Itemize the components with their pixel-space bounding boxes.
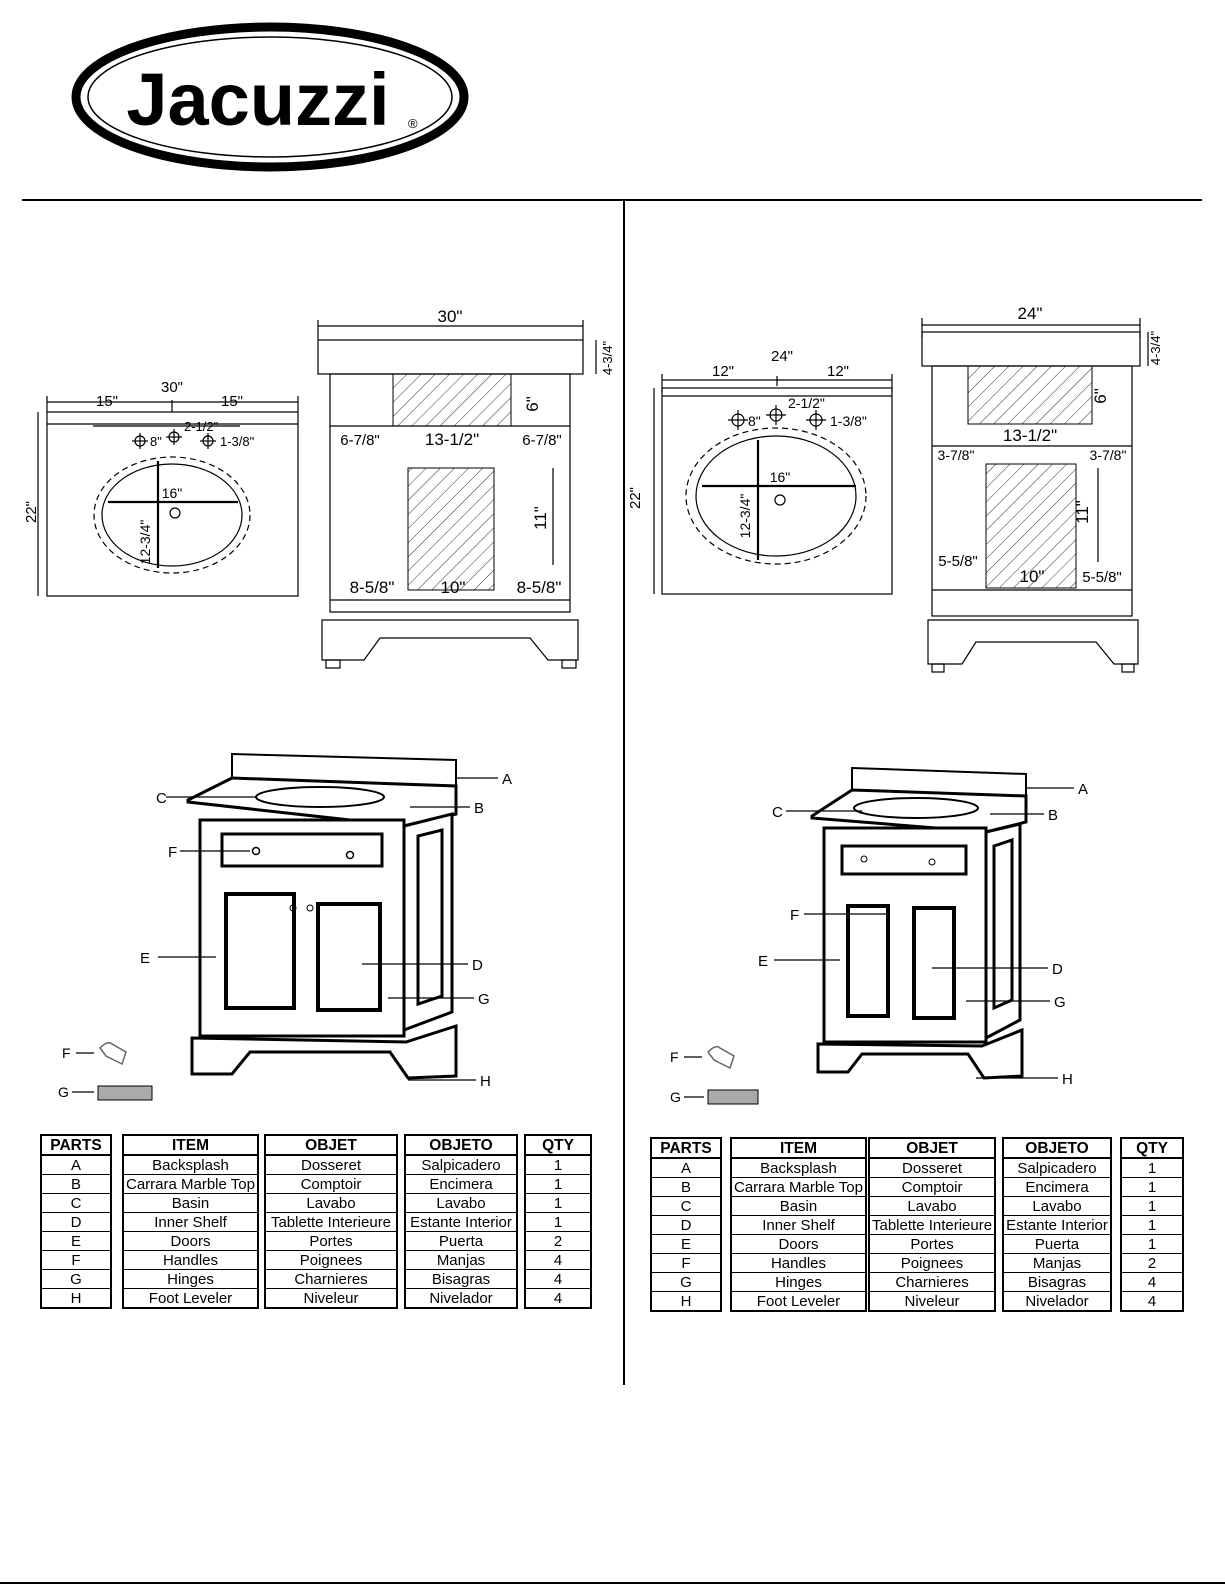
svg-text:C: C xyxy=(772,804,783,821)
left-drawings: 30" 15" 15" 22" 16" 12-3/4" 8" 2-1/2" 1-… xyxy=(23,307,615,1101)
svg-text:30": 30" xyxy=(438,307,463,326)
right-vanity-render: A B C D E F G H F G xyxy=(670,766,1088,1105)
svg-text:24": 24" xyxy=(1018,304,1043,323)
svg-text:8": 8" xyxy=(150,434,162,449)
svg-text:5-5/8": 5-5/8" xyxy=(1082,569,1122,586)
svg-text:G: G xyxy=(478,991,490,1008)
jacuzzi-logo: Jacuzzi ® xyxy=(71,22,469,172)
left-vanity-render: A B C D E F G H F G xyxy=(58,752,512,1101)
column-divider xyxy=(623,201,625,1385)
svg-text:8-5/8": 8-5/8" xyxy=(517,578,562,597)
right-top-view: 24" 12" 12" 22" 16" 12-3/4" 8" 2-1/2" 1-… xyxy=(627,348,893,595)
svg-text:2-1/2": 2-1/2" xyxy=(788,395,825,411)
svg-text:F: F xyxy=(670,1049,679,1065)
svg-text:®: ® xyxy=(408,116,418,131)
svg-text:C: C xyxy=(156,790,167,807)
svg-text:F: F xyxy=(790,907,799,924)
logo-text: Jacuzzi xyxy=(126,58,389,141)
svg-text:10": 10" xyxy=(1020,567,1045,586)
svg-text:13-1/2": 13-1/2" xyxy=(425,430,479,449)
svg-text:H: H xyxy=(1062,1071,1073,1088)
svg-text:16": 16" xyxy=(770,469,791,485)
svg-text:6": 6" xyxy=(1091,388,1110,404)
right-front-view: 24" 4-3/4" 6" 13-1/2" 3-7/8" 3-7/8" 11" … xyxy=(921,304,1163,673)
svg-text:4-3/4": 4-3/4" xyxy=(600,340,615,375)
svg-text:3-7/8": 3-7/8" xyxy=(1090,447,1127,463)
svg-text:30": 30" xyxy=(161,379,183,396)
svg-text:8-5/8": 8-5/8" xyxy=(350,578,395,597)
svg-text:4-3/4": 4-3/4" xyxy=(1148,330,1163,365)
svg-text:1-3/8": 1-3/8" xyxy=(830,413,867,429)
svg-text:6-7/8": 6-7/8" xyxy=(340,432,380,449)
svg-text:D: D xyxy=(472,957,483,974)
svg-text:D: D xyxy=(1052,961,1063,978)
svg-text:E: E xyxy=(140,950,150,967)
svg-text:H: H xyxy=(480,1073,491,1090)
header-divider xyxy=(22,199,1202,201)
svg-text:12": 12" xyxy=(827,363,849,380)
svg-text:15": 15" xyxy=(221,393,243,410)
svg-text:24": 24" xyxy=(771,348,793,365)
svg-text:5-5/8": 5-5/8" xyxy=(938,553,978,570)
svg-text:12-3/4": 12-3/4" xyxy=(137,520,153,565)
svg-text:13-1/2": 13-1/2" xyxy=(1003,426,1057,445)
svg-text:F: F xyxy=(168,844,177,861)
svg-text:2-1/2": 2-1/2" xyxy=(184,419,219,434)
svg-text:6-7/8": 6-7/8" xyxy=(522,432,562,449)
svg-text:12-3/4": 12-3/4" xyxy=(737,494,753,539)
svg-text:A: A xyxy=(502,771,512,788)
svg-text:B: B xyxy=(1048,807,1058,824)
right-drawings: 24" 12" 12" 22" 16" 12-3/4" 8" 2-1/2" 1-… xyxy=(627,304,1163,1105)
svg-text:B: B xyxy=(474,800,484,817)
svg-text:G: G xyxy=(1054,994,1066,1011)
svg-text:22": 22" xyxy=(627,487,644,509)
svg-text:1-3/8": 1-3/8" xyxy=(220,434,255,449)
svg-text:8": 8" xyxy=(748,413,761,429)
left-front-view: 30" 4-3/4" 6" 6-7/8" 13-1/2" 6-7/8" 11" … xyxy=(317,307,615,669)
svg-text:15": 15" xyxy=(96,393,118,410)
svg-text:12": 12" xyxy=(712,363,734,380)
svg-text:E: E xyxy=(758,953,768,970)
footer-divider xyxy=(0,1582,1225,1584)
left-top-view: 30" 15" 15" 22" 16" 12-3/4" 8" 2-1/2" 1-… xyxy=(23,379,299,597)
svg-text:3-7/8": 3-7/8" xyxy=(938,447,975,463)
svg-text:22": 22" xyxy=(23,501,40,523)
svg-text:10": 10" xyxy=(441,578,466,597)
svg-text:A: A xyxy=(1078,781,1088,798)
svg-text:6": 6" xyxy=(523,396,542,412)
svg-text:16": 16" xyxy=(162,485,183,501)
svg-text:11": 11" xyxy=(1073,500,1092,524)
svg-text:11": 11" xyxy=(531,506,550,530)
svg-text:G: G xyxy=(670,1089,681,1105)
svg-text:G: G xyxy=(58,1084,69,1100)
svg-text:F: F xyxy=(62,1045,71,1061)
